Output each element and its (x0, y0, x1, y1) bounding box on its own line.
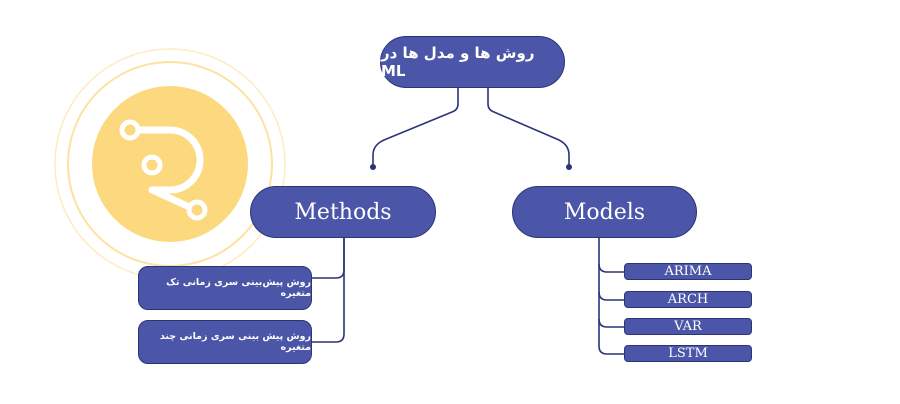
connector-dot-methods (370, 164, 376, 170)
models-node: Models (512, 186, 697, 238)
connector-models-tag1 (598, 263, 624, 273)
model-var-tag: VAR (624, 318, 752, 335)
connector-methods-leaf2 (312, 238, 345, 343)
model-arima-tag: ARIMA (624, 263, 752, 280)
model-lstm-tag: LSTM (624, 345, 752, 362)
connector-methods-leaf1 (312, 238, 345, 279)
connector-root-models (487, 88, 570, 166)
methods-node: Methods (250, 186, 436, 238)
connector-root-methods (372, 88, 459, 166)
method-multivariate-node: روش پیش بینی سری زمانی چند متغیره (138, 320, 312, 364)
connector-models-tag3 (598, 318, 624, 328)
connector-models-tags (598, 238, 624, 355)
method-univariate-node: روش پیش‌بینی سری زمانی تک متغیره (138, 266, 312, 310)
model-arch-tag: ARCH (624, 291, 752, 308)
connector-dot-models (566, 164, 572, 170)
connector-models-tag2 (598, 291, 624, 301)
root-node: روش ها و مدل ها در ML (380, 36, 565, 88)
r-route-logo-icon (54, 48, 286, 280)
